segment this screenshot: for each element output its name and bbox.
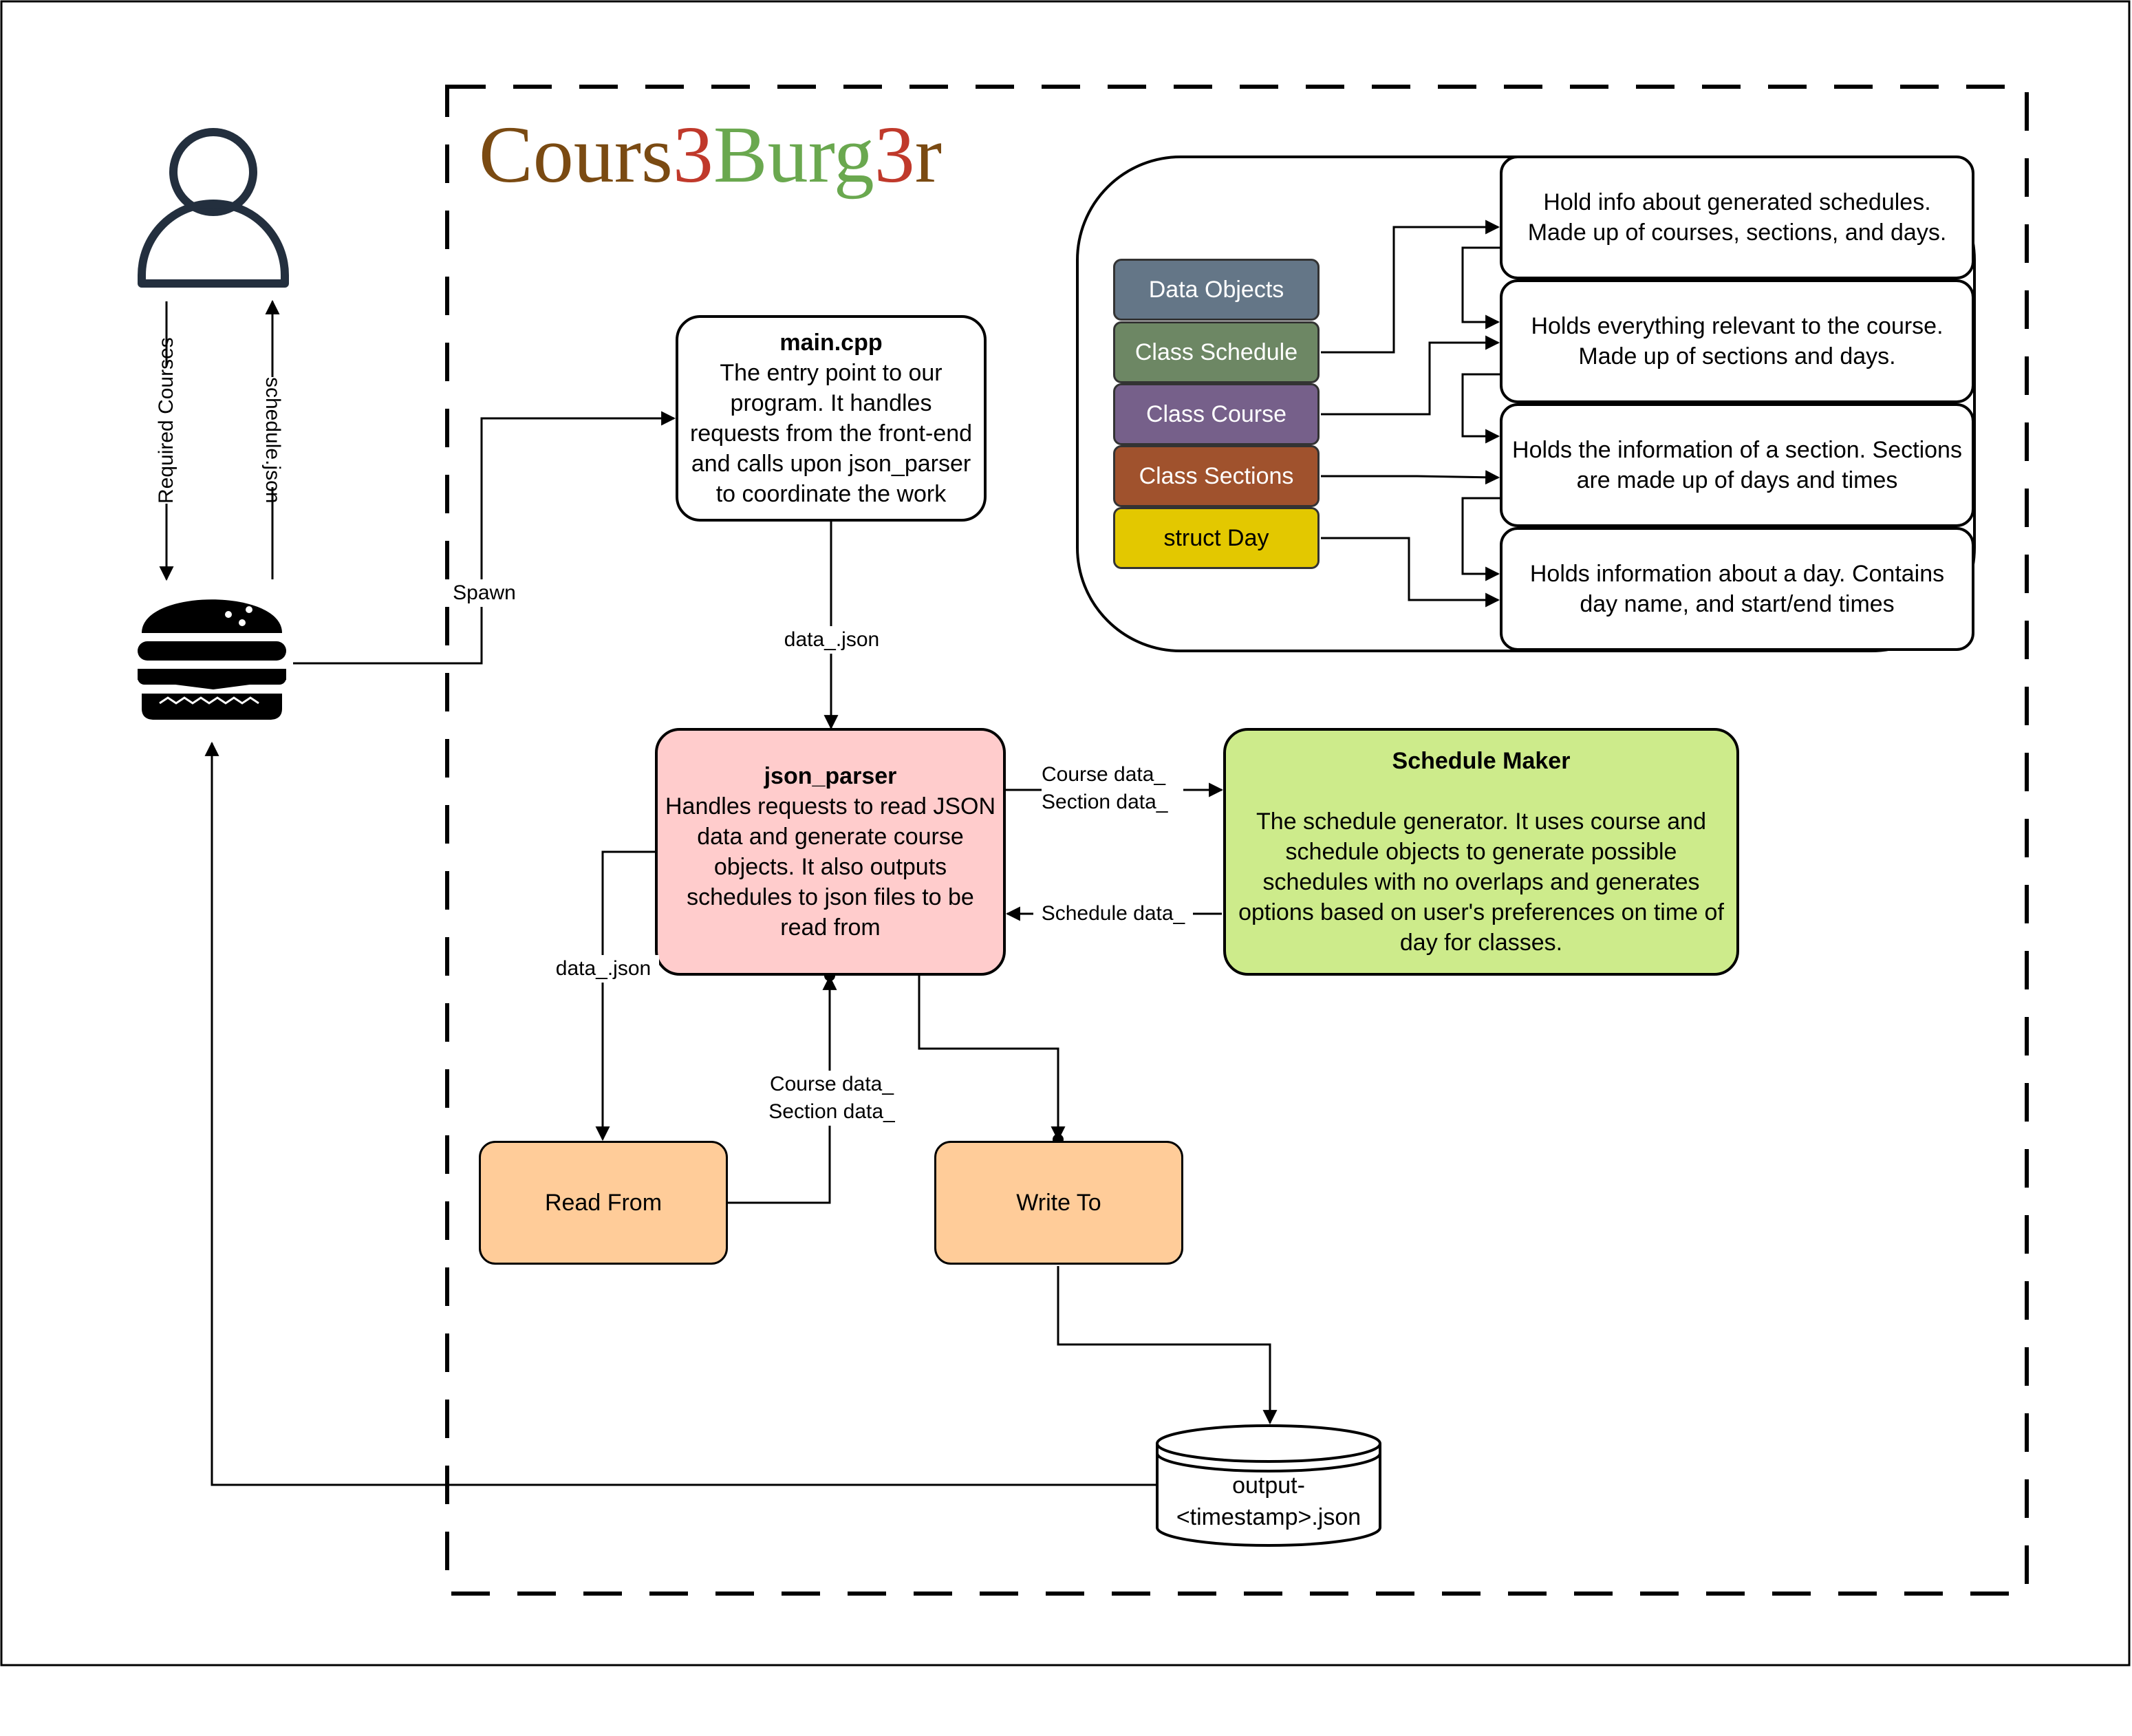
required-courses-label: Required Courses: [153, 337, 180, 504]
outer-frame: [0, 0, 2131, 1667]
legend-class-course: Class Course: [1113, 383, 1320, 445]
main-cpp-body: The entry point to our program. It handl…: [689, 360, 973, 507]
schedule-maker-body: The schedule generator. It uses course a…: [1238, 808, 1724, 956]
course-section-read-label: Course data_ Section data_: [760, 1071, 904, 1126]
course-data-out: Course data_: [1042, 763, 1166, 786]
section-data-read: Section data_: [768, 1100, 895, 1123]
data-json-read-label: data_.json: [548, 955, 659, 983]
burger-icon: [138, 599, 286, 720]
logo-part-1: 3: [672, 109, 713, 200]
json-parser-node: json_parser Handles requests to read JSO…: [655, 728, 1006, 976]
user-icon: [138, 128, 289, 288]
read-to-parser-edge: [728, 975, 837, 1204]
legend-label-struct-day: struct Day: [1163, 524, 1269, 551]
legend-class-sections: Class Sections: [1113, 445, 1320, 507]
legend-desc-sections: Holds the information of a section. Sect…: [1500, 403, 1974, 527]
legend-label-class-schedule: Class Schedule: [1134, 339, 1298, 365]
legend-label-class-sections: Class Sections: [1139, 462, 1294, 489]
json-parser-body: Handles requests to read JSON data and g…: [665, 793, 996, 941]
spawn-label: Spawn: [451, 579, 517, 607]
json-parser-title: json_parser: [764, 763, 897, 789]
write-to-output-edge: [1057, 1266, 1278, 1425]
legend-desc-course-text: Holds everything relevant to the course.…: [1531, 313, 1943, 369]
legend-desc-schedule-text: Hold info about generated schedules. Mad…: [1527, 189, 1947, 246]
legend-label-data-objects: Data Objects: [1148, 276, 1284, 303]
legend-struct-day: struct Day: [1113, 507, 1320, 569]
output-to-burger-edge: [204, 741, 1156, 1486]
legend-label-class-course: Class Course: [1145, 400, 1287, 427]
legend-desc-schedule: Hold info about generated schedules. Mad…: [1500, 156, 1974, 279]
course-section-out-label: Course data_ Section data_: [1042, 761, 1183, 816]
schedule-maker-node: Schedule Maker The schedule generator. I…: [1223, 728, 1739, 976]
read-from-label: Read From: [544, 1190, 663, 1216]
section-data-out: Section data_: [1042, 791, 1168, 813]
legend-desc-course: Holds everything relevant to the course.…: [1500, 279, 1974, 403]
output-file-line2: <timestamp>.json: [1176, 1504, 1361, 1530]
legend-desc-day: Holds information about a day. Contains …: [1500, 527, 1974, 651]
output-file-label: output- <timestamp>.json: [1157, 1468, 1380, 1534]
output-file-cylinder: [1156, 1424, 1381, 1547]
logo-part-2: Burg: [713, 109, 874, 200]
legend-class-schedule: Class Schedule: [1113, 321, 1320, 383]
system-boundary: [445, 85, 2029, 1596]
course-data-read: Course data_: [769, 1073, 894, 1095]
parser-to-write-edge: [918, 976, 1066, 1142]
legend-desc-sections-text: Holds the information of a section. Sect…: [1512, 437, 1962, 493]
write-to-node: Write To: [934, 1141, 1183, 1265]
legend-data-objects: Data Objects: [1113, 259, 1320, 321]
logo-part-3: 3: [874, 109, 915, 200]
data-json-main-label: data_.json: [776, 626, 887, 654]
legend-desc-day-text: Holds information about a day. Contains …: [1529, 561, 1945, 617]
output-file-line1: output-: [1232, 1472, 1305, 1499]
schedule-maker-title: Schedule Maker: [1392, 748, 1571, 774]
schedule-json-label: schedule.json: [259, 377, 286, 503]
main-cpp-title: main.cpp: [779, 330, 883, 356]
logo-part-0: Cours: [479, 109, 673, 200]
spawn-edge: [293, 411, 676, 665]
read-from-node: Read From: [479, 1141, 728, 1265]
parser-to-read-edge: [595, 850, 655, 1142]
write-to-label: Write To: [1016, 1190, 1101, 1216]
main-cpp-node: main.cpp The entry point to our program.…: [676, 315, 987, 522]
app-logo: Cours3Burg3r: [479, 110, 942, 200]
schedule-data-label: Schedule data_: [1033, 900, 1193, 928]
logo-part-4: r: [914, 109, 943, 200]
